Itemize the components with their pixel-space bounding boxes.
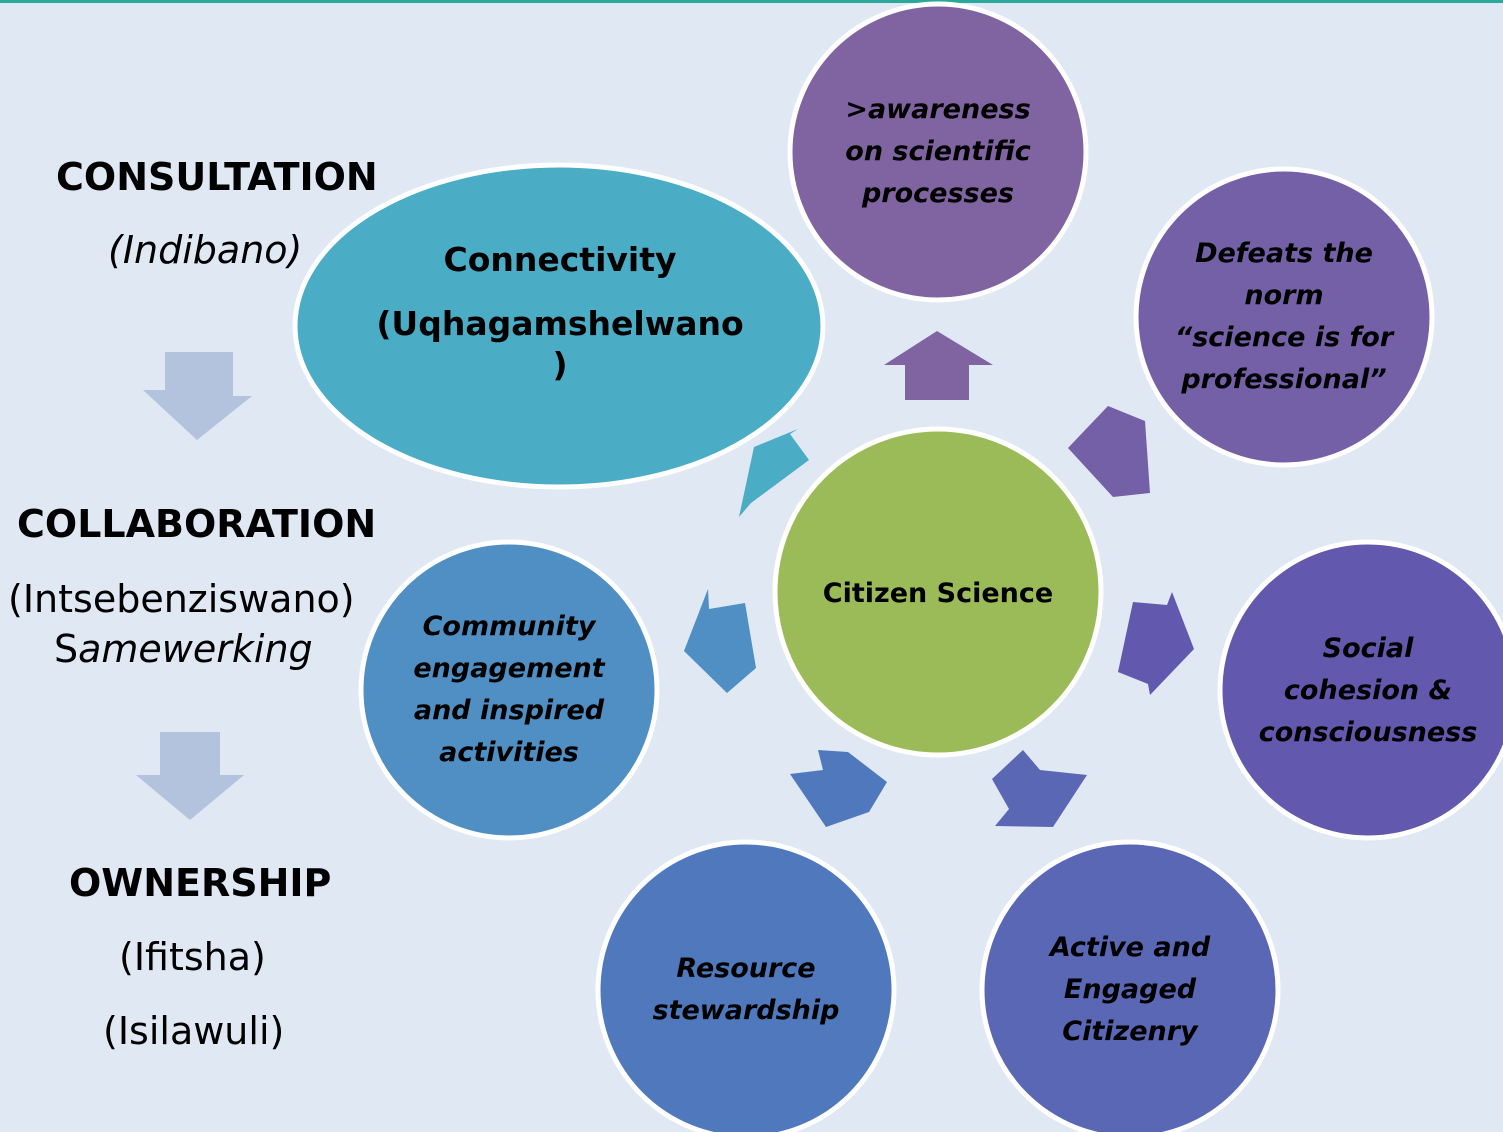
node-community-circle [358, 539, 660, 841]
stage-collaboration-translation: (Intsebenziswano) [8, 577, 355, 621]
node-active-circle [979, 839, 1281, 1132]
stage-collaboration-translation-2: Samewerking [54, 630, 313, 668]
arrow-to-awareness [884, 331, 993, 400]
connectivity-ellipse [292, 162, 826, 490]
node-resource-circle [595, 839, 897, 1132]
flow-down-arrow-1 [143, 352, 252, 440]
stage-ownership-translation-1: (Ifitsha) [119, 935, 266, 979]
center-circle [772, 426, 1104, 758]
arrow-to-resource [790, 750, 887, 827]
flow-down-arrow-2 [136, 732, 244, 820]
translation-rest: amewerking [78, 627, 313, 671]
stage-consultation: CONSULTATION [56, 155, 378, 199]
arrow-to-defeats [1068, 406, 1150, 497]
stage-ownership-translation-2: (Isilawuli) [103, 1009, 285, 1053]
node-social-circle [1217, 539, 1503, 841]
arrow-to-community [684, 589, 756, 693]
arrow-to-active [992, 750, 1087, 827]
top-accent-bar [0, 0, 1503, 3]
stage-consultation-translation: (Indibano) [108, 228, 303, 272]
arrow-to-social [1118, 592, 1194, 695]
translation-prefix: S [54, 627, 79, 671]
stage-ownership: OWNERSHIP [69, 861, 332, 905]
stage-collaboration: COLLABORATION [17, 502, 377, 546]
node-defeats-circle [1133, 166, 1435, 468]
arrow-to-connectivity [739, 429, 809, 517]
node-awareness-circle [787, 1, 1089, 303]
